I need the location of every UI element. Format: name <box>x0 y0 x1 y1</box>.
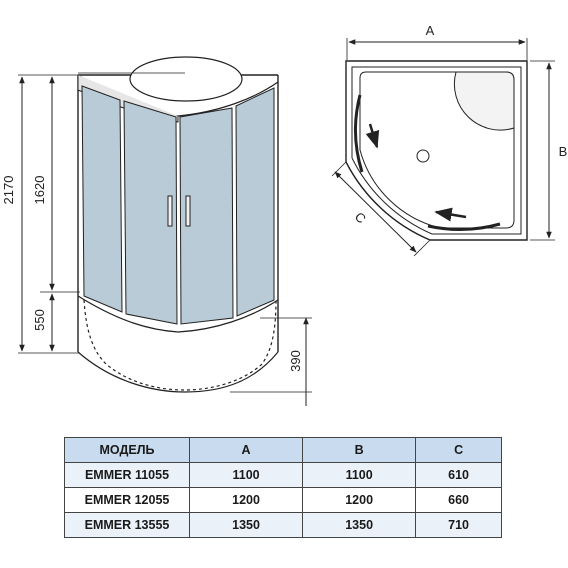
header-a: A <box>188 437 304 463</box>
header-model: МОДЕЛЬ <box>64 437 190 463</box>
door-slide-arrow-left <box>365 123 380 149</box>
cell-model: EMMER 13555 <box>64 512 190 538</box>
cell-c: 710 <box>415 512 502 538</box>
front-view: 2170 1620 550 390 <box>1 56 312 406</box>
cell-c: 660 <box>415 487 502 513</box>
dim-tray-depth: 390 <box>288 350 303 372</box>
cell-model: EMMER 11055 <box>64 462 190 488</box>
glass-door-right <box>179 107 234 325</box>
plan-walls <box>345 60 528 241</box>
roof-shower-head <box>129 56 243 102</box>
cell-b: 1200 <box>302 487 417 513</box>
dim-total-height: 2170 <box>1 176 16 205</box>
plan-door-right <box>427 222 501 231</box>
glass-panel-right <box>235 87 275 317</box>
door-handle-left <box>167 195 173 227</box>
dim-width-a: A <box>426 23 435 38</box>
plan-corner-seat <box>453 71 515 131</box>
cell-c: 610 <box>415 462 502 488</box>
dim-door-width-c: C <box>352 209 369 226</box>
header-c: C <box>415 437 502 463</box>
dim-depth-b: B <box>559 144 568 159</box>
dim-door-height: 1620 <box>32 176 47 205</box>
spec-table: МОДЕЛЬ A B C EMMER 11055 1100 1100 610 E… <box>64 437 502 538</box>
plan-view: A B C <box>331 23 568 257</box>
plan-door-left <box>354 94 364 173</box>
header-b: B <box>302 437 417 463</box>
plan-drain <box>416 149 430 163</box>
table-row: EMMER 11055 1100 1100 610 <box>64 462 502 488</box>
cell-a: 1350 <box>188 512 304 538</box>
table-row: EMMER 13555 1350 1350 710 <box>64 512 502 538</box>
cell-model: EMMER 12055 <box>64 487 190 513</box>
cell-a: 1200 <box>188 487 304 513</box>
door-slide-arrow-right <box>434 207 467 222</box>
door-handle-right <box>185 195 191 227</box>
table-row: EMMER 12055 1200 1200 660 <box>64 487 502 513</box>
cell-a: 1100 <box>188 462 304 488</box>
shower-cabin-drawing: 2170 1620 550 390 A B <box>1 23 568 406</box>
cell-b: 1100 <box>302 462 417 488</box>
shower-tray <box>83 299 277 391</box>
glass-panel-left <box>81 85 123 313</box>
cell-b: 1350 <box>302 512 417 538</box>
table-header-row: МОДЕЛЬ A B C <box>64 437 502 463</box>
dim-tray-height: 550 <box>32 309 47 331</box>
glass-door-left <box>123 100 178 325</box>
